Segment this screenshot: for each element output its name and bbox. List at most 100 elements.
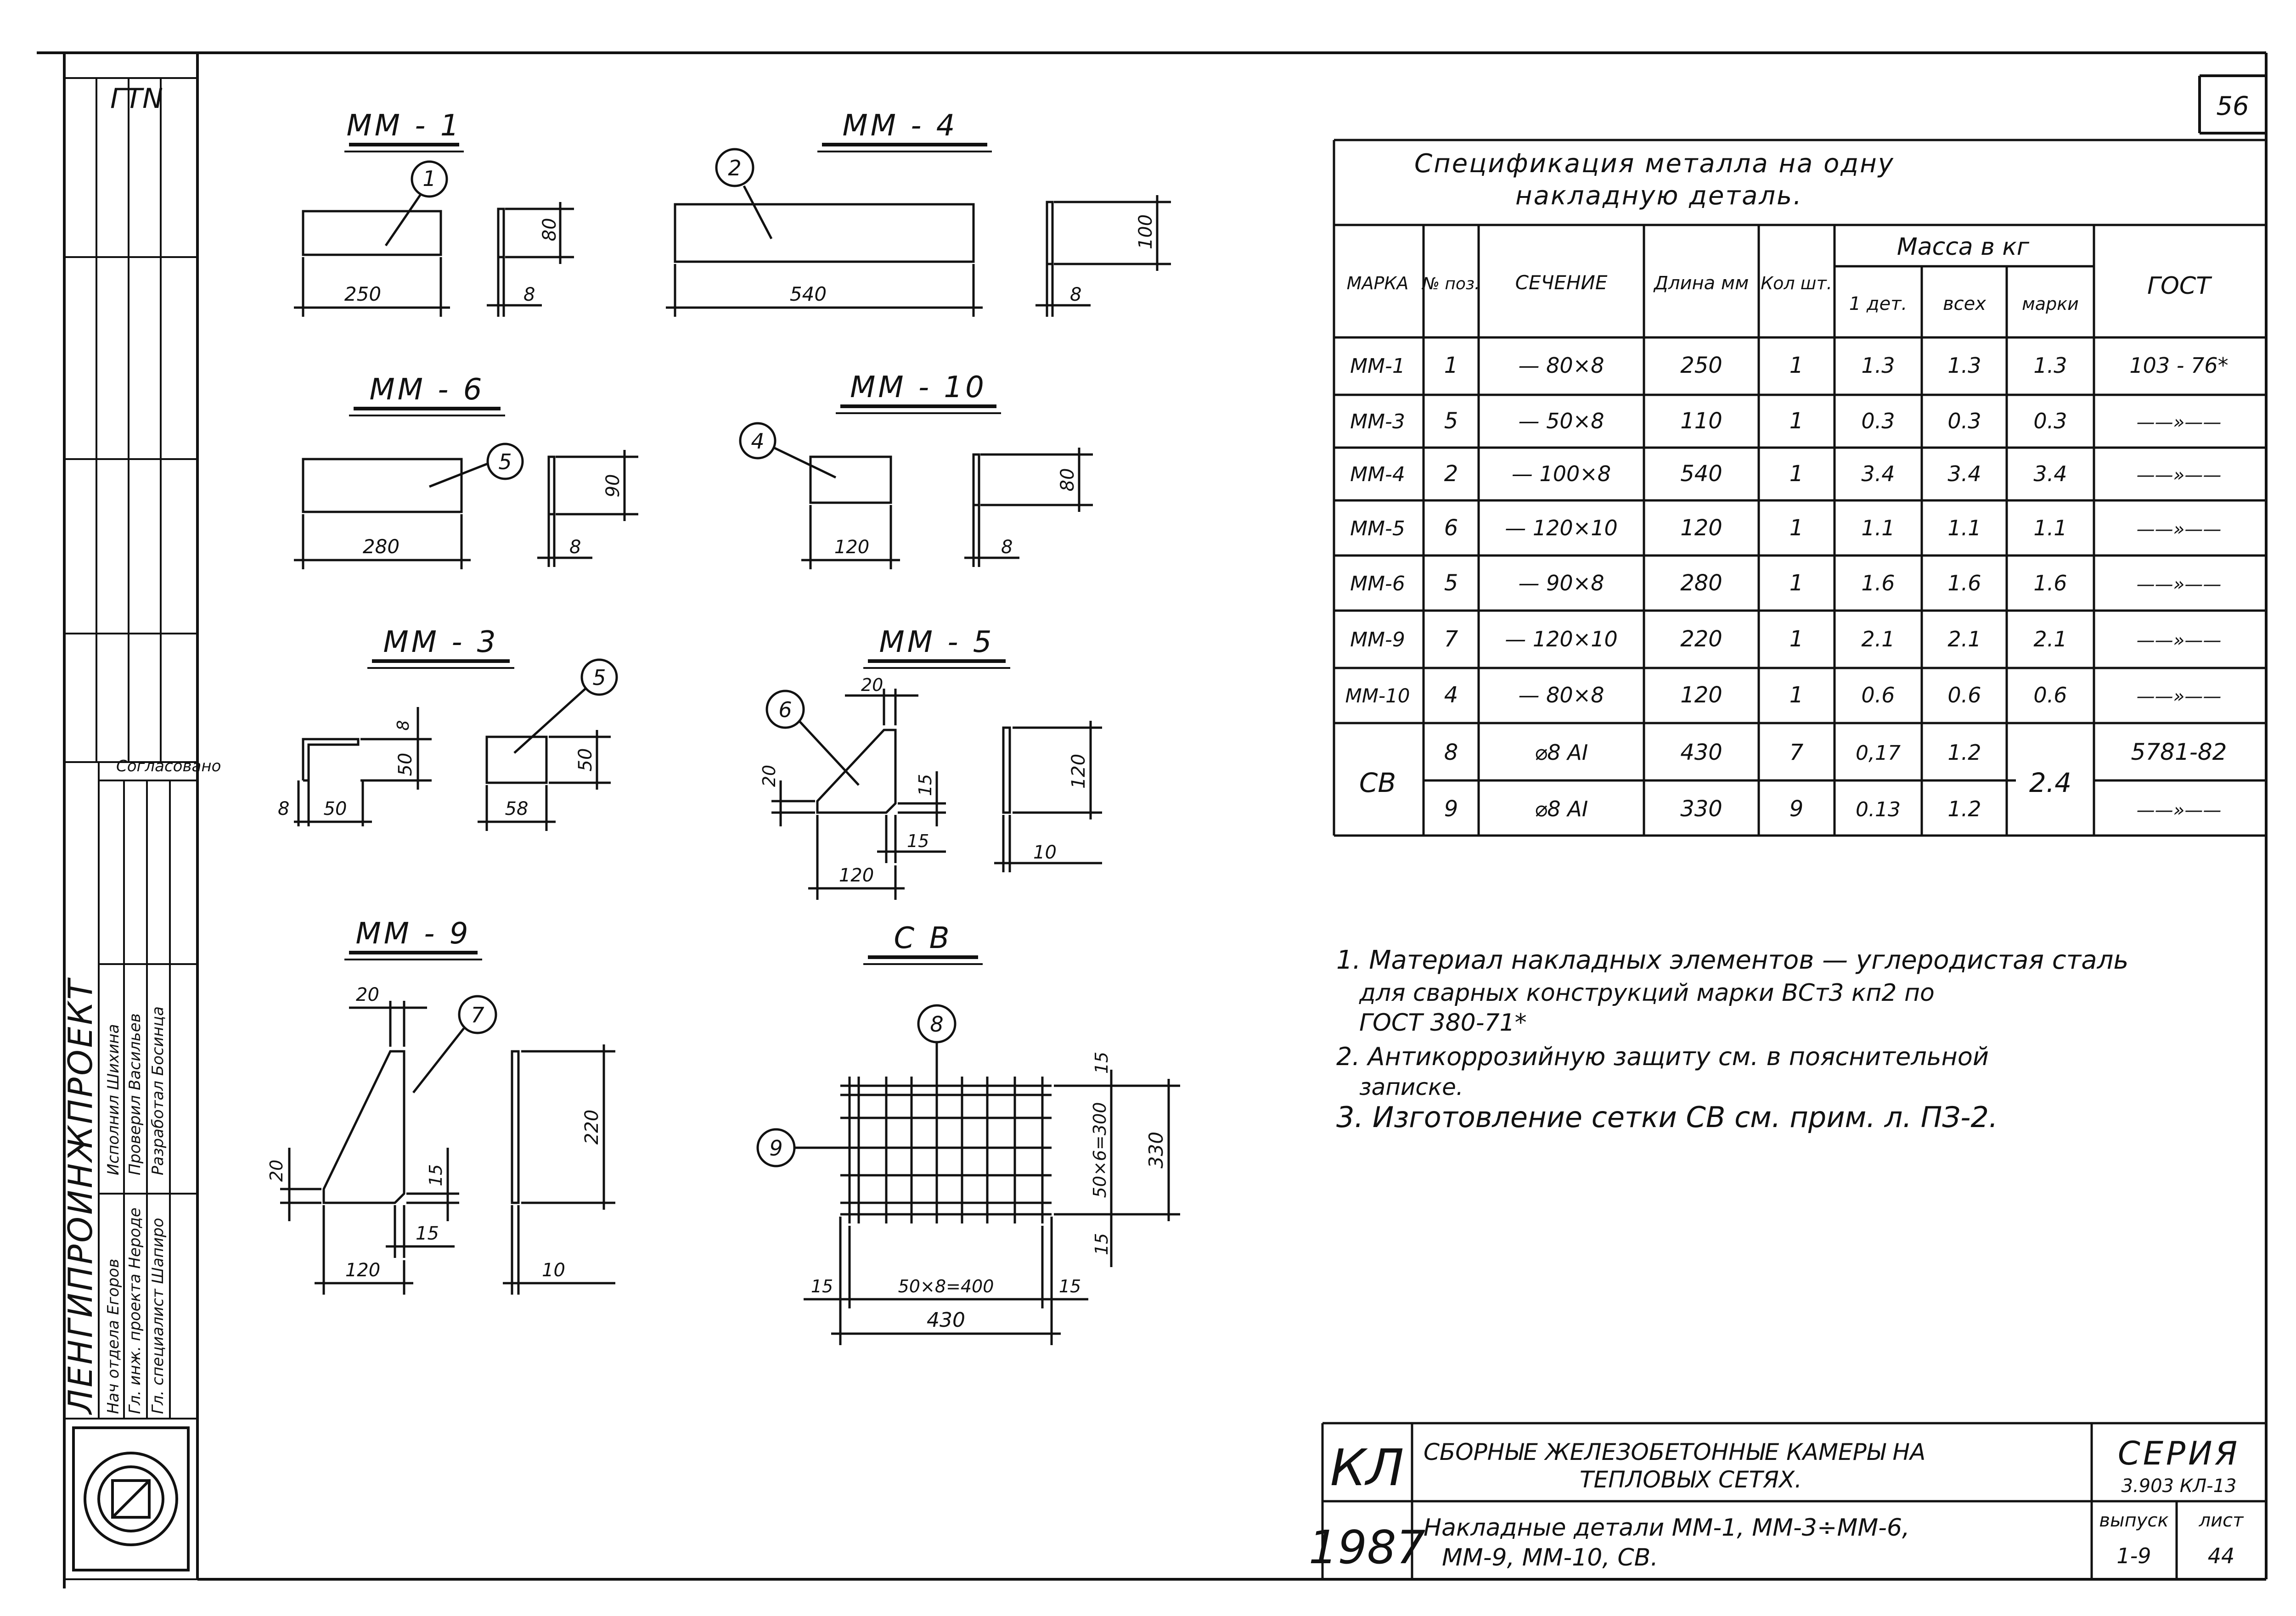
dimension-label: 20 [759, 765, 779, 787]
specification-table: Спецификация металла на одну накладную д… [1333, 139, 2266, 837]
cell-gost: ——»—— [2137, 686, 2222, 707]
cell-mass-all: 2.1 [1947, 627, 1981, 651]
dimension-label: 250 [344, 283, 381, 305]
position-number: 5 [592, 665, 606, 690]
cell-length: 120 [1680, 682, 1722, 708]
plate-side [972, 453, 980, 506]
cell-mass-mark: 3.4 [2033, 461, 2067, 486]
table-row: 8 ⌀8 АI 430 7 0,17 1.2 5781-82 [1444, 739, 2227, 765]
cell-mark: ММ-4 [1350, 463, 1405, 486]
dimension-label: 50×6=300 [1090, 1102, 1110, 1198]
header-pos: № поз. [1421, 275, 1480, 293]
angle-outline [302, 738, 360, 782]
side-row: Гл. специалист Шапиро [149, 1218, 167, 1414]
plate-outline [485, 735, 548, 784]
side-signature-rows: Нач отдела Егоров Гл. инж. проекта Нерод… [104, 1006, 167, 1414]
cell-pos: 4 [1444, 682, 1458, 708]
drawing-title: ММ - 9 [356, 917, 471, 951]
header-section: СЕЧЕНИЕ [1515, 271, 1608, 294]
table-row: ММ-6 5 — 90×8 280 1 1.6 1.6 1.6 ——»—— [1350, 570, 2221, 596]
sheet-value: 44 [2208, 1543, 2235, 1568]
cell-length: 280 [1680, 570, 1722, 596]
cell-pos: 6 [1444, 515, 1458, 541]
cell-mark: ММ-1 [1350, 354, 1405, 378]
position-number: 5 [498, 449, 512, 474]
cell-mass-all: 1.1 [1947, 516, 1981, 540]
dimension-label: 8 [569, 537, 581, 558]
dimension-label: 15 [811, 1276, 833, 1296]
dimension-label: 50 [395, 753, 416, 776]
notes: 1. Материал накладных элементов — углеро… [1336, 945, 2128, 1134]
cell-pos: 5 [1444, 408, 1458, 434]
header-all: всех [1943, 293, 1986, 314]
table-row: ММ-10 4 — 80×8 120 1 0.6 0.6 0.6 ——»—— [1345, 682, 2221, 708]
drawing-mm10: ММ - 10 4 120 80 8 [739, 370, 1093, 569]
title-year: 1987 [1309, 1521, 1426, 1574]
drawing-title: ММ - 10 [850, 370, 987, 404]
issue-label: выпуск [2099, 1510, 2168, 1531]
position-number: 9 [769, 1136, 782, 1161]
cell-gost: ——»—— [2137, 574, 2222, 595]
position-marker [765, 690, 805, 729]
cell-qty: 1 [1790, 515, 1804, 541]
plate-side [497, 208, 505, 258]
dimension-label: 8 [394, 720, 413, 731]
cell-length: 430 [1680, 740, 1722, 765]
spec-title-line2: накладную деталь. [1515, 181, 1803, 211]
dimension-label: 430 [927, 1308, 965, 1332]
drawing-title: ММ - 1 [347, 109, 462, 143]
side-row: Разработал Босинца [149, 1006, 167, 1175]
cell-mark: СВ [1359, 767, 1396, 798]
cell-gost: ——»—— [2137, 630, 2222, 651]
drawing-mm5: ММ - 5 6 20 20 15 15 120 [759, 625, 1102, 900]
cell-mass-all: 1.2 [1947, 740, 1981, 765]
cell-mass-mark: 0.6 [2033, 683, 2067, 707]
position-marker [739, 422, 777, 460]
drawing-mm6: ММ - 6 5 280 90 8 [294, 373, 638, 569]
title-line1: СБОРНЫЕ ЖЕЛЕЗОБЕТОННЫЕ КАМЕРЫ НА [1424, 1439, 1925, 1465]
position-marker [458, 995, 497, 1034]
cell-length: 330 [1680, 796, 1722, 822]
dimension-label: 50 [575, 748, 596, 772]
drawing-mm3: ММ - 3 50 8 50 8 5 58 50 [278, 625, 618, 831]
dimension-label: 15 [426, 1164, 446, 1186]
dimension-label: 80 [1057, 468, 1078, 492]
cell-section: — 80×8 [1519, 353, 1604, 378]
series-label: СЕРИЯ [2118, 1435, 2240, 1472]
cell-qty: 9 [1790, 796, 1804, 822]
dimension-label: 220 [581, 1110, 602, 1145]
plate-side [511, 1050, 520, 1204]
plate-outline [674, 203, 975, 263]
dimension-label: 90 [602, 474, 624, 498]
cell-mass-one: 1.3 [1861, 353, 1895, 378]
header-length: Длина мм [1653, 273, 1749, 294]
cell-mass-all: 0.3 [1947, 409, 1981, 433]
cell-mass-one: 1.6 [1861, 571, 1895, 595]
gusset-outline [816, 729, 897, 814]
note-2-line1: 2. Антикоррозийную защиту см. в поясните… [1336, 1042, 1989, 1071]
dimension-label: 540 [790, 283, 827, 305]
title-code: КЛ [1330, 1438, 1404, 1497]
cb-mark-cover [1336, 725, 1421, 834]
dimension-label: 120 [839, 865, 874, 886]
dimension-label: 15 [1059, 1276, 1081, 1296]
corner-stamp: ГТN [110, 83, 163, 115]
drawing-cb-mesh: С В 8 9 [756, 921, 1180, 1345]
header-mark: МАРКА [1347, 273, 1409, 293]
position-marker [486, 443, 524, 480]
dimension-label: 120 [1068, 754, 1089, 789]
cell-mass-all: 1.6 [1947, 571, 1981, 595]
cell-pos: 1 [1444, 353, 1458, 378]
note-1-line3: ГОСТ 380-71* [1359, 1009, 1527, 1037]
dimension-label: 120 [345, 1260, 380, 1281]
dimension-label: 8 [1070, 284, 1081, 305]
plate-side [1002, 726, 1011, 814]
plate-outline [809, 455, 892, 504]
plate-outline [302, 458, 463, 513]
dimension-label: 50 [324, 798, 347, 819]
cell-pos: 9 [1444, 796, 1458, 822]
cell-mark: ММ-10 [1345, 685, 1410, 707]
cell-mass-one: 0.3 [1861, 409, 1895, 433]
cell-section: ⌀8 АI [1535, 797, 1588, 821]
header-one: 1 дет. [1849, 293, 1907, 314]
